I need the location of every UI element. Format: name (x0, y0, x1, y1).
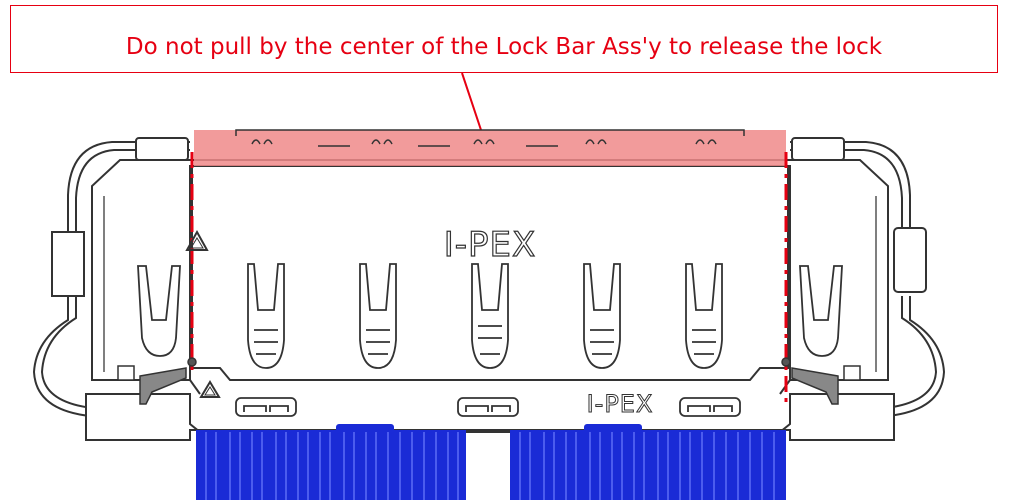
side-latch-right (799, 265, 843, 357)
side-latch-left (137, 265, 181, 357)
flat-cable-right (510, 424, 786, 500)
base-slots (235, 397, 741, 417)
brand-logo-top: I-PEX (444, 225, 537, 265)
latch-finger (247, 263, 285, 369)
warning-callout-box: Do not pull by the center of the Lock Ba… (10, 5, 998, 73)
warning-callout-text: Do not pull by the center of the Lock Ba… (125, 34, 883, 60)
latch-finger (471, 263, 509, 369)
left-handle-loop (32, 141, 190, 417)
warning-triangle-icon (185, 229, 209, 251)
latch-finger (359, 263, 397, 369)
right-lock-mechanism (781, 357, 861, 405)
lock-bar-right-cap (791, 137, 845, 161)
base-plate (85, 393, 895, 441)
lock-bar-assy (194, 129, 786, 166)
latch-finger (685, 263, 723, 369)
brand-logo-bottom: I-PEX (587, 390, 654, 418)
inner-panel (191, 165, 789, 381)
right-side-clamp (893, 227, 927, 293)
callout-leader-line (461, 72, 482, 131)
left-lock-mechanism (117, 357, 197, 405)
lock-bar-left-cap (135, 137, 189, 161)
lock-bar-highlight (194, 130, 786, 166)
latch-fingers (137, 263, 843, 369)
flat-cable-left (196, 424, 466, 500)
warning-triangle-icon (199, 380, 221, 398)
right-handle-loop (790, 141, 946, 417)
latch-finger (583, 263, 621, 369)
left-side-clamp (51, 231, 85, 297)
